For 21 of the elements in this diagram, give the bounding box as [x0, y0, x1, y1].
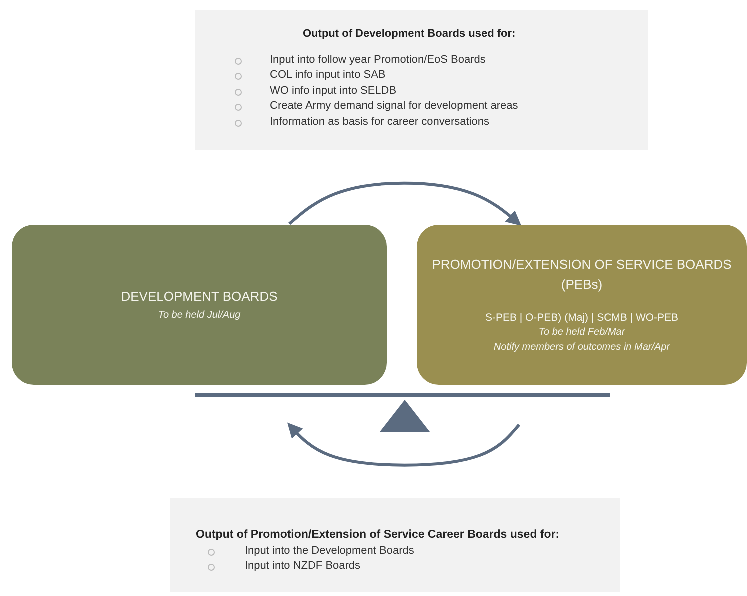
- schedule-note: To be held Feb/Mar: [538, 326, 626, 340]
- board-box: [417, 225, 747, 385]
- output-panel: [195, 10, 648, 150]
- schedule-note: Notify members of outcomes in Mar/Apr: [494, 340, 670, 355]
- list-item: Input into the Development Boards: [245, 544, 414, 556]
- cycle-arrow: [288, 182, 522, 226]
- board-box: [12, 225, 387, 385]
- board-title: DEVELOPMENT BOARDS: [121, 288, 278, 306]
- list-item: Create Army demand signal for development areas: [270, 100, 518, 112]
- list-item: COL info input into SAB: [270, 69, 386, 81]
- panel-heading: Output of Promotion/Extension of Service Career Boards used for:: [196, 529, 560, 541]
- schedule-note: To be held Jul/Aug: [158, 308, 241, 323]
- list-item: Information as basis for career conversations: [270, 116, 490, 128]
- cycle-arrow: [287, 422, 520, 467]
- panel-heading: Output of Development Boards used for:: [303, 28, 516, 40]
- board-title: PROMOTION/EXTENSION OF SERVICE BOARDS (PEBs): [432, 256, 732, 294]
- list-item: Input into NZDF Boards: [245, 560, 361, 572]
- list-item: Input into follow year Promotion/EoS Boards: [270, 54, 486, 66]
- list-item: WO info input into SELDB: [270, 84, 397, 96]
- board-list: S-PEB | O-PEB) (Maj) | SCMB | WO-PEB: [485, 311, 679, 326]
- output-panel: [170, 498, 620, 592]
